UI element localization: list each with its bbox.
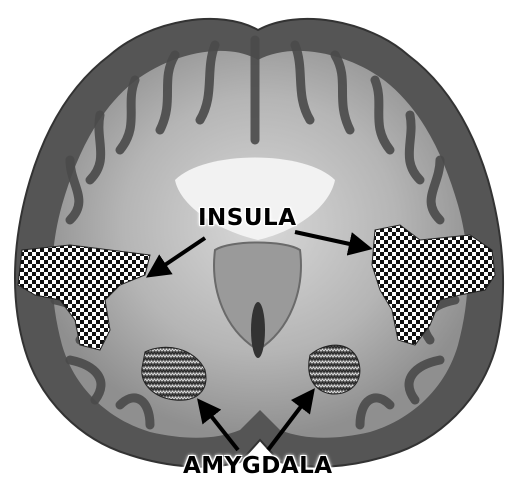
amygdala-right-region bbox=[309, 345, 360, 394]
insula-label: INSULA bbox=[198, 205, 297, 231]
third-ventricle bbox=[251, 302, 265, 358]
amygdala-label: AMYGDALA bbox=[183, 453, 333, 479]
